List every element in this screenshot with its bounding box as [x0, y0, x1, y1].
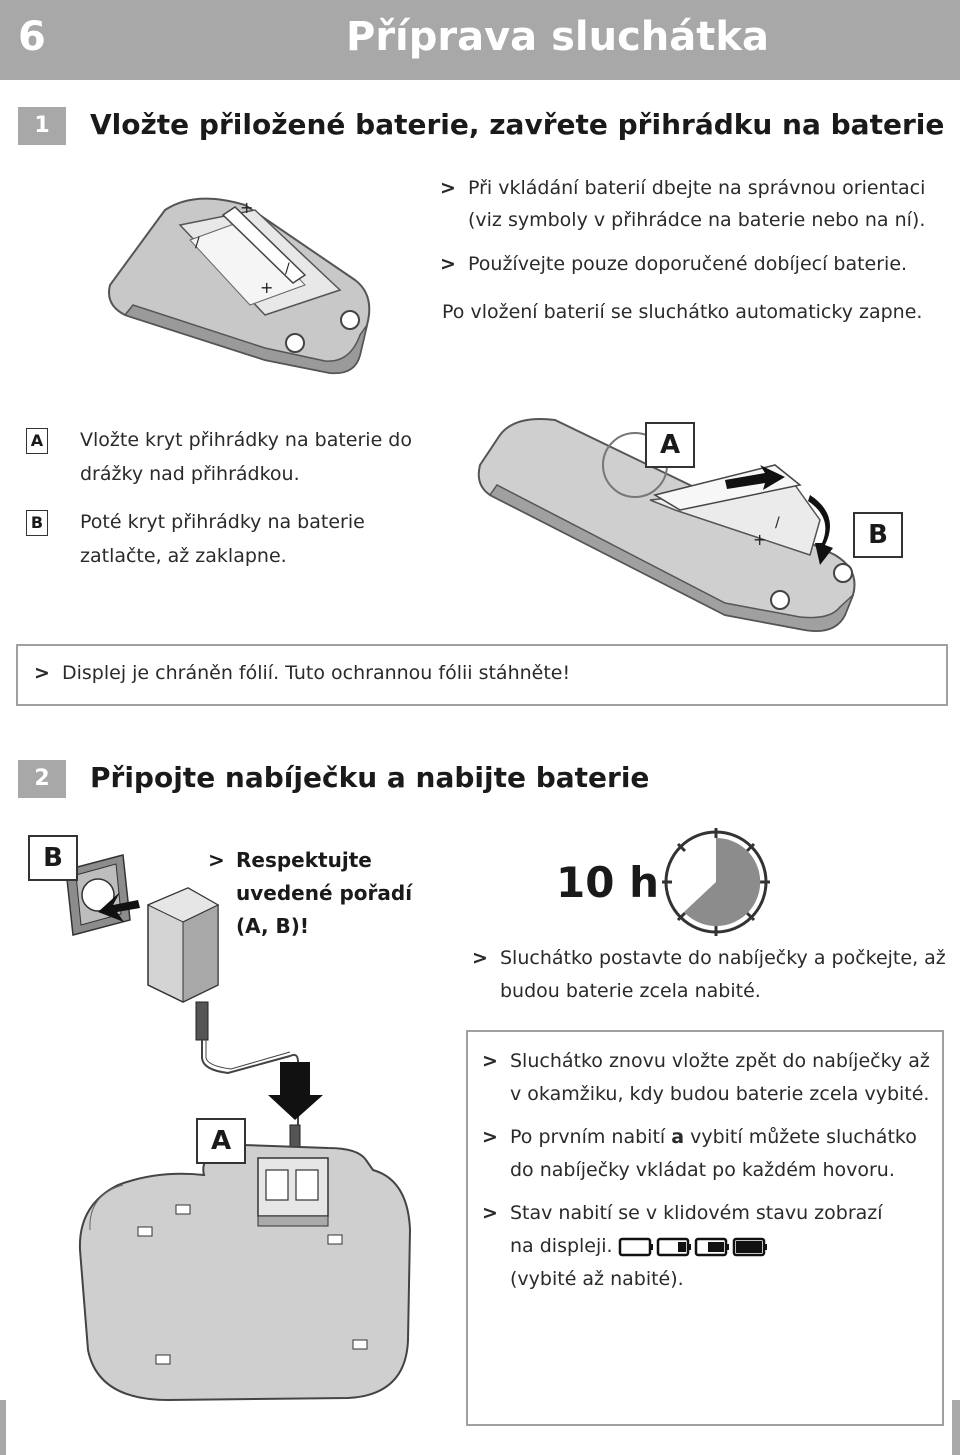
svg-text:+: +: [260, 278, 273, 297]
foil-note: >Displej je chráněn fólií. Tuto ochranno…: [34, 657, 570, 689]
bullet-marker: >: [440, 253, 456, 275]
step-1-title: Vložte přiložené baterie, zavřete přihrá…: [90, 108, 945, 141]
auto-power-note: Po vložení baterií se sluchátko automati…: [442, 301, 923, 323]
label-b: B: [26, 510, 48, 536]
step-1-bullet-2: >Používejte pouze doporučené dobíjecí ba…: [440, 248, 907, 280]
handset-batteries-illustration: + / + /: [108, 197, 371, 375]
order-note-line-3: (A, B)!: [236, 914, 310, 938]
bullet-marker: >: [440, 177, 456, 199]
info-2-line-2: do nabíječky vkládat po každém hovoru.: [510, 1159, 895, 1181]
title-bar: [0, 0, 960, 80]
illustration-label-a: A: [645, 422, 695, 468]
step-2-title: Připojte nabíječku a nabijte baterie: [90, 761, 650, 794]
info-3-line-3: (vybité až nabité).: [510, 1268, 684, 1290]
svg-text:+: +: [240, 198, 253, 217]
charge-wait-line-2: budou baterie zcela nabité.: [500, 980, 761, 1002]
clock-icon: [662, 828, 770, 936]
info-1-line-2: v okamžiku, kdy budou baterie zcela vybi…: [510, 1083, 930, 1105]
instruction-a-line-1: Vložte kryt přihrádky na baterie do: [80, 429, 412, 451]
bullet-marker: >: [482, 1050, 498, 1072]
bullet-marker: >: [208, 848, 225, 872]
step-1-number: 1: [18, 107, 66, 145]
info-3-line-1: >Stav nabití se v klidovém stavu zobrazí: [482, 1197, 883, 1229]
order-note-line-1: >Respektujte: [208, 844, 372, 877]
step-1-bullet-1-cont: (viz symboly v přihrádce na baterie nebo…: [468, 209, 926, 231]
bullet-marker: >: [472, 947, 488, 969]
svg-text:/: /: [195, 235, 200, 251]
right-edge-mark: [952, 1400, 960, 1455]
battery-level-icons: [618, 1237, 767, 1257]
svg-text:/: /: [285, 261, 290, 277]
illustration-label-b: B: [853, 512, 903, 558]
step-1-bullet-1: >Při vkládání baterií dbejte na správnou…: [440, 172, 925, 204]
svg-text:+: +: [753, 530, 766, 549]
info-3-line-2: na displeji.: [510, 1235, 613, 1257]
battery-empty-icon: [618, 1237, 653, 1257]
label-a: A: [26, 428, 48, 454]
battery-cover-illustration: + /: [477, 418, 856, 632]
charge-wait-line-1: >Sluchátko postavte do nabíječky a počke…: [472, 942, 946, 974]
bullet-marker: >: [34, 662, 50, 684]
info-2-line-1: >Po prvním nabití a vybití můžete sluchá…: [482, 1121, 917, 1153]
instruction-b-line-2: zatlačte, až zaklapne.: [80, 545, 287, 567]
charger-label-a: A: [196, 1118, 246, 1164]
instruction-a-line-2: drážky nad přihrádkou.: [80, 463, 300, 485]
svg-text:/: /: [775, 515, 780, 531]
page-number: 6: [18, 14, 46, 60]
foil-note-box: [16, 644, 948, 706]
info-1-line-1: >Sluchátko znovu vložte zpět do nabíječk…: [482, 1045, 930, 1077]
page-title: Příprava sluchátka: [346, 14, 769, 60]
battery-medium-icon: [694, 1237, 729, 1257]
bullet-marker: >: [482, 1202, 498, 1224]
step-2-number: 2: [18, 760, 66, 798]
battery-low-icon: [656, 1237, 691, 1257]
order-note-line-2: uvedené pořadí: [236, 881, 413, 905]
charge-time: 10 h: [556, 858, 659, 907]
instruction-b-line-1: Poté kryt přihrádky na baterie: [80, 511, 365, 533]
battery-full-icon: [732, 1237, 767, 1257]
charger-illustration: [65, 854, 412, 1402]
socket-label-b: B: [28, 835, 78, 881]
bullet-marker: >: [482, 1126, 498, 1148]
left-edge-mark: [0, 1400, 6, 1455]
charging-info-box: [466, 1030, 944, 1426]
